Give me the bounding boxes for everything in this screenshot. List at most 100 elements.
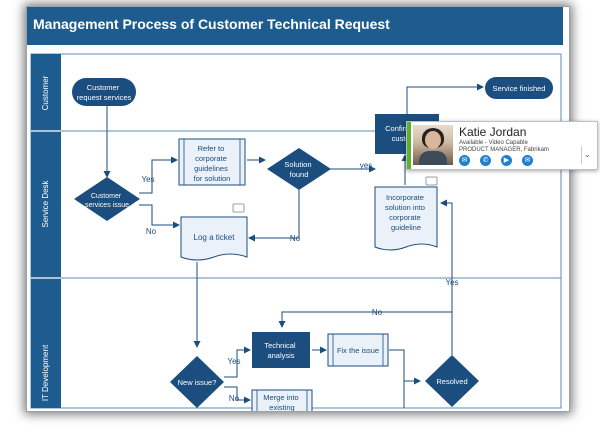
comment-icon[interactable] bbox=[232, 203, 245, 213]
avatar[interactable] bbox=[413, 125, 453, 165]
node-customer-issue: Customer services issue bbox=[74, 177, 140, 221]
node-technical-analysis: Technical analysis bbox=[252, 332, 310, 368]
contact-job-title: PRODUCT MANAGER, Fabrikam bbox=[459, 147, 549, 153]
title-stripe bbox=[563, 7, 569, 45]
refer-guidelines-line-4: for solution bbox=[194, 174, 231, 183]
refer-guidelines-line-3: guidelines bbox=[194, 164, 228, 173]
technical-analysis-line-1: Technical bbox=[264, 341, 296, 350]
merge-line-2: existing bbox=[269, 403, 294, 411]
edge-label-no-solution: No bbox=[290, 234, 301, 243]
node-solution-found: Solution found bbox=[267, 148, 331, 190]
resolved-shape bbox=[425, 355, 479, 407]
node-merge: Merge into existing bbox=[251, 389, 313, 411]
edge-label-no-new: No bbox=[229, 394, 240, 403]
customer-request-shape bbox=[72, 78, 136, 106]
new-issue-shape bbox=[170, 356, 224, 408]
phone-icon[interactable]: ✆ bbox=[480, 155, 491, 166]
customer-issue-line-2: services issue bbox=[85, 202, 129, 209]
node-customer-request: Customer request services bbox=[72, 78, 136, 106]
node-service-finished: Service finished bbox=[485, 77, 553, 99]
solution-found-line-2: found bbox=[290, 170, 309, 179]
customer-request-line-2: request services bbox=[77, 93, 132, 102]
svg-text:Resolved: Resolved bbox=[436, 377, 467, 386]
refer-guidelines-shape bbox=[178, 138, 246, 186]
title-bar: Management Process of Customer Technical… bbox=[27, 7, 569, 45]
contact-actions: ✉ ✆ ▶ ✉ bbox=[459, 155, 533, 167]
card-separator bbox=[581, 146, 582, 164]
presence-indicator bbox=[407, 122, 411, 169]
edge-resolved-yes bbox=[440, 199, 453, 312]
node-new-issue: New issue? bbox=[170, 356, 224, 408]
svg-text:Technical analysis: Technical analysis bbox=[264, 341, 297, 360]
node-refer-guidelines: Refer to corporate guidelines for soluti… bbox=[178, 138, 246, 186]
fix-issue-shape bbox=[327, 333, 389, 367]
email-icon[interactable]: ✉ bbox=[522, 155, 533, 166]
customer-issue-shape bbox=[74, 177, 140, 221]
customer-issue-line-1: Customer bbox=[91, 193, 122, 200]
lane-label-it-development: IT Development bbox=[41, 344, 50, 401]
chevron-down-icon[interactable]: ⌄ bbox=[584, 150, 591, 159]
node-resolved: Resolved bbox=[425, 355, 479, 407]
edge-confirm-to-finished bbox=[406, 83, 484, 114]
node-log-ticket: Log a ticket bbox=[180, 203, 248, 261]
svg-text:Service finished: Service finished bbox=[493, 84, 546, 93]
edge-label-yes-refer: Yes bbox=[141, 175, 154, 184]
incorporate-shape bbox=[374, 186, 438, 251]
lane-header-strip bbox=[31, 54, 61, 408]
solution-found-shape bbox=[267, 148, 331, 190]
contact-name[interactable]: Katie Jordan bbox=[459, 125, 527, 139]
incorporate-line-4: guideline bbox=[391, 223, 421, 232]
technical-analysis-shape bbox=[252, 332, 310, 368]
edge-resolved-no bbox=[278, 311, 453, 355]
customer-request-line-1: Customer bbox=[87, 83, 120, 92]
edge-label-no-log: No bbox=[146, 227, 157, 236]
svg-text:Customer services issu: Customer services issue bbox=[85, 193, 129, 209]
svg-text:Merge into existing: Merge into existing bbox=[263, 393, 301, 411]
technical-analysis-line-2: analysis bbox=[267, 351, 294, 360]
svg-text:Solution found: Solution found bbox=[284, 160, 313, 179]
lane-label-service-desk: Service Desk bbox=[41, 179, 50, 227]
diagram-title: Management Process of Customer Technical… bbox=[33, 16, 390, 32]
edge-label-yes-solution: yes bbox=[360, 161, 372, 170]
service-finished-shape bbox=[485, 77, 553, 99]
svg-text:Fix the issue: Fix the issue bbox=[337, 346, 379, 355]
fix-issue-line-1: Fix the issue bbox=[337, 346, 379, 355]
contact-card[interactable]: Katie Jordan Available - Video Capable P… bbox=[406, 121, 598, 170]
edge-label-yes-new: Yes bbox=[227, 357, 240, 366]
flowchart: Customer Service Desk IT Development Yes… bbox=[30, 45, 569, 411]
connectors bbox=[103, 83, 484, 408]
lane-label-customer: Customer bbox=[41, 75, 50, 110]
merge-shape bbox=[251, 389, 313, 411]
log-ticket-shape bbox=[180, 216, 248, 261]
solution-found-line-1: Solution bbox=[284, 160, 311, 169]
edge-solution-to-log bbox=[248, 180, 300, 242]
svg-text:Customer request servi: Customer request services bbox=[77, 83, 132, 102]
refer-guidelines-line-1: Refer to bbox=[198, 144, 225, 153]
svg-text:Incorporate solution i: Incorporate solution into corporate guid… bbox=[385, 193, 427, 232]
edge-newissue-to-analysis bbox=[224, 346, 251, 378]
svg-text:Refer to corporate: Refer to corporate guidelines for soluti… bbox=[194, 144, 231, 183]
edge-label-no-resolved: No bbox=[372, 308, 383, 317]
svg-text:New issue?: New issue? bbox=[178, 378, 217, 387]
node-incorporate: Incorporate solution into corporate guid… bbox=[374, 176, 438, 251]
video-icon[interactable]: ▶ bbox=[501, 155, 512, 166]
incorporate-line-3: corporate bbox=[389, 213, 421, 222]
im-icon[interactable]: ✉ bbox=[459, 155, 470, 166]
edge-issue-to-log bbox=[139, 204, 180, 229]
svg-text:Log a ticket: Log a ticket bbox=[194, 233, 236, 242]
resolved-line-1: Resolved bbox=[436, 377, 467, 386]
incorporate-line-2: solution into bbox=[385, 203, 425, 212]
edge-issue-to-refer bbox=[139, 156, 178, 194]
merge-line-1: Merge into bbox=[263, 393, 298, 402]
diagram-window: Management Process of Customer Technical… bbox=[26, 6, 570, 412]
new-issue-line-1: New issue? bbox=[178, 378, 217, 387]
service-finished-line-1: Service finished bbox=[493, 84, 546, 93]
refer-guidelines-line-2: corporate bbox=[195, 154, 227, 163]
comment-icon-2[interactable] bbox=[425, 176, 438, 186]
edge-label-yes-resolved: Yes bbox=[445, 278, 458, 287]
incorporate-line-1: Incorporate bbox=[386, 193, 424, 202]
edge-newissue-to-merge bbox=[224, 386, 251, 404]
node-fix-issue: Fix the issue bbox=[327, 333, 389, 367]
confirm-customer-line-1: Confirm with bbox=[385, 124, 427, 133]
log-ticket-line-1: Log a ticket bbox=[194, 233, 236, 242]
